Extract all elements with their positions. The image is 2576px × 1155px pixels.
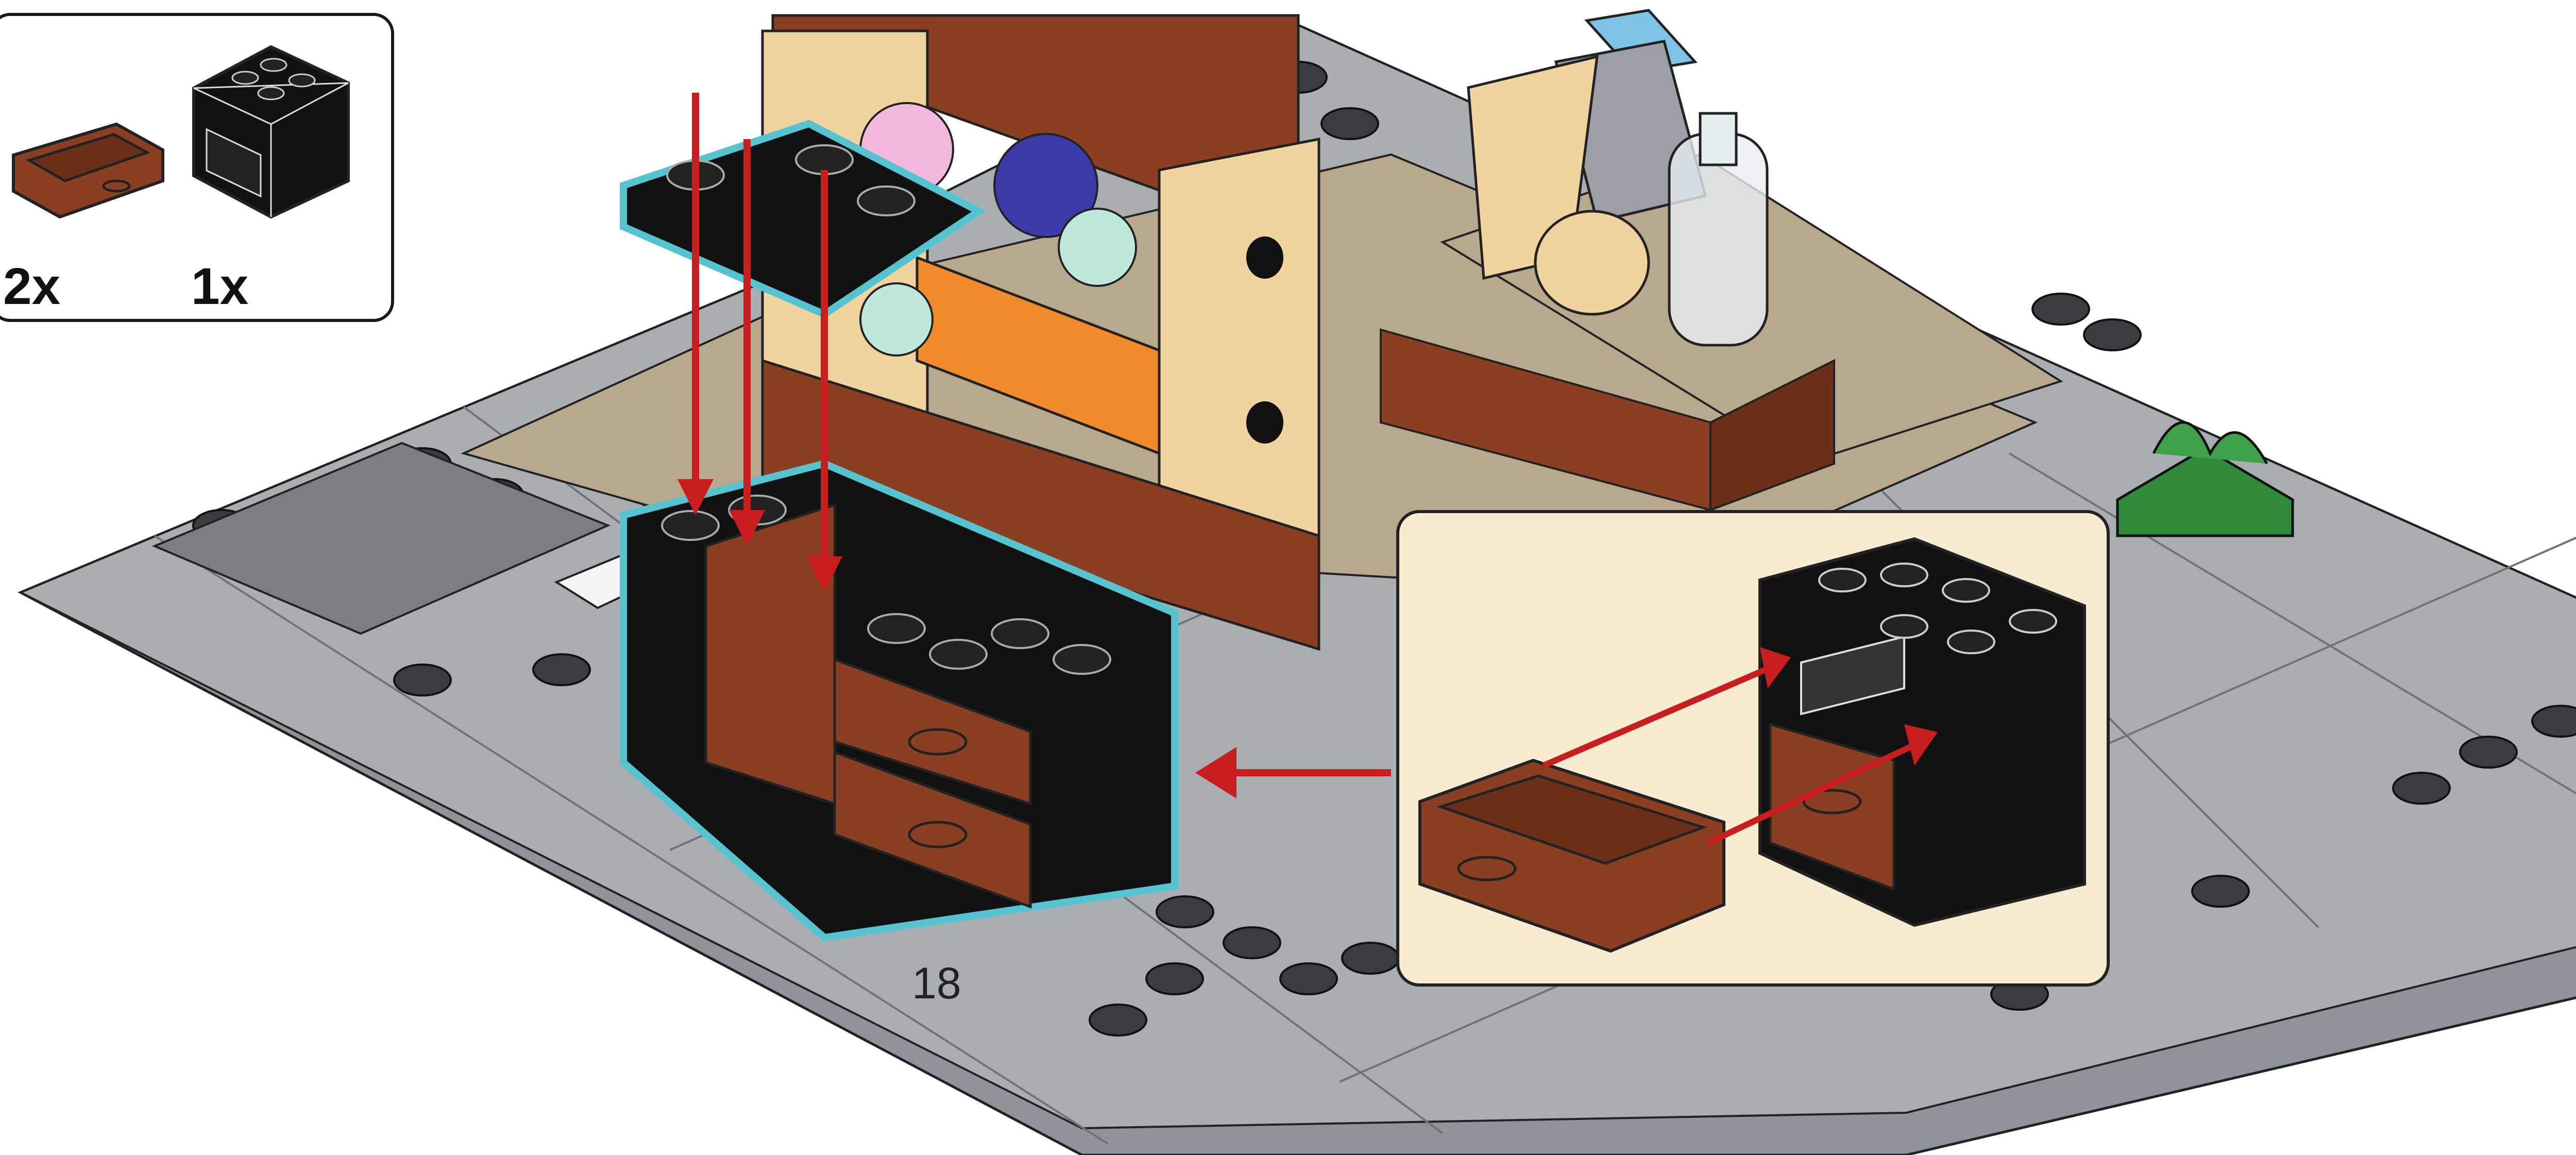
substep-callout [1396,510,2110,987]
callout-illustration [1399,513,2113,990]
mint-cupcake [860,283,933,355]
bottle-neck [1700,113,1736,165]
round-tile [1535,211,1649,314]
step-number: 18 [912,958,961,1009]
drawer-knob [1244,399,1285,446]
drawer-knob [1244,234,1285,281]
drawer-part-icon [8,104,183,227]
drawer-part-quantity: 2x [3,261,60,312]
cupboard-part-icon [183,26,359,222]
parts-list-panel: 2x 1x [0,13,394,322]
cupboard-part-quantity: 1x [191,261,248,312]
mint-cupcake [1059,209,1136,286]
